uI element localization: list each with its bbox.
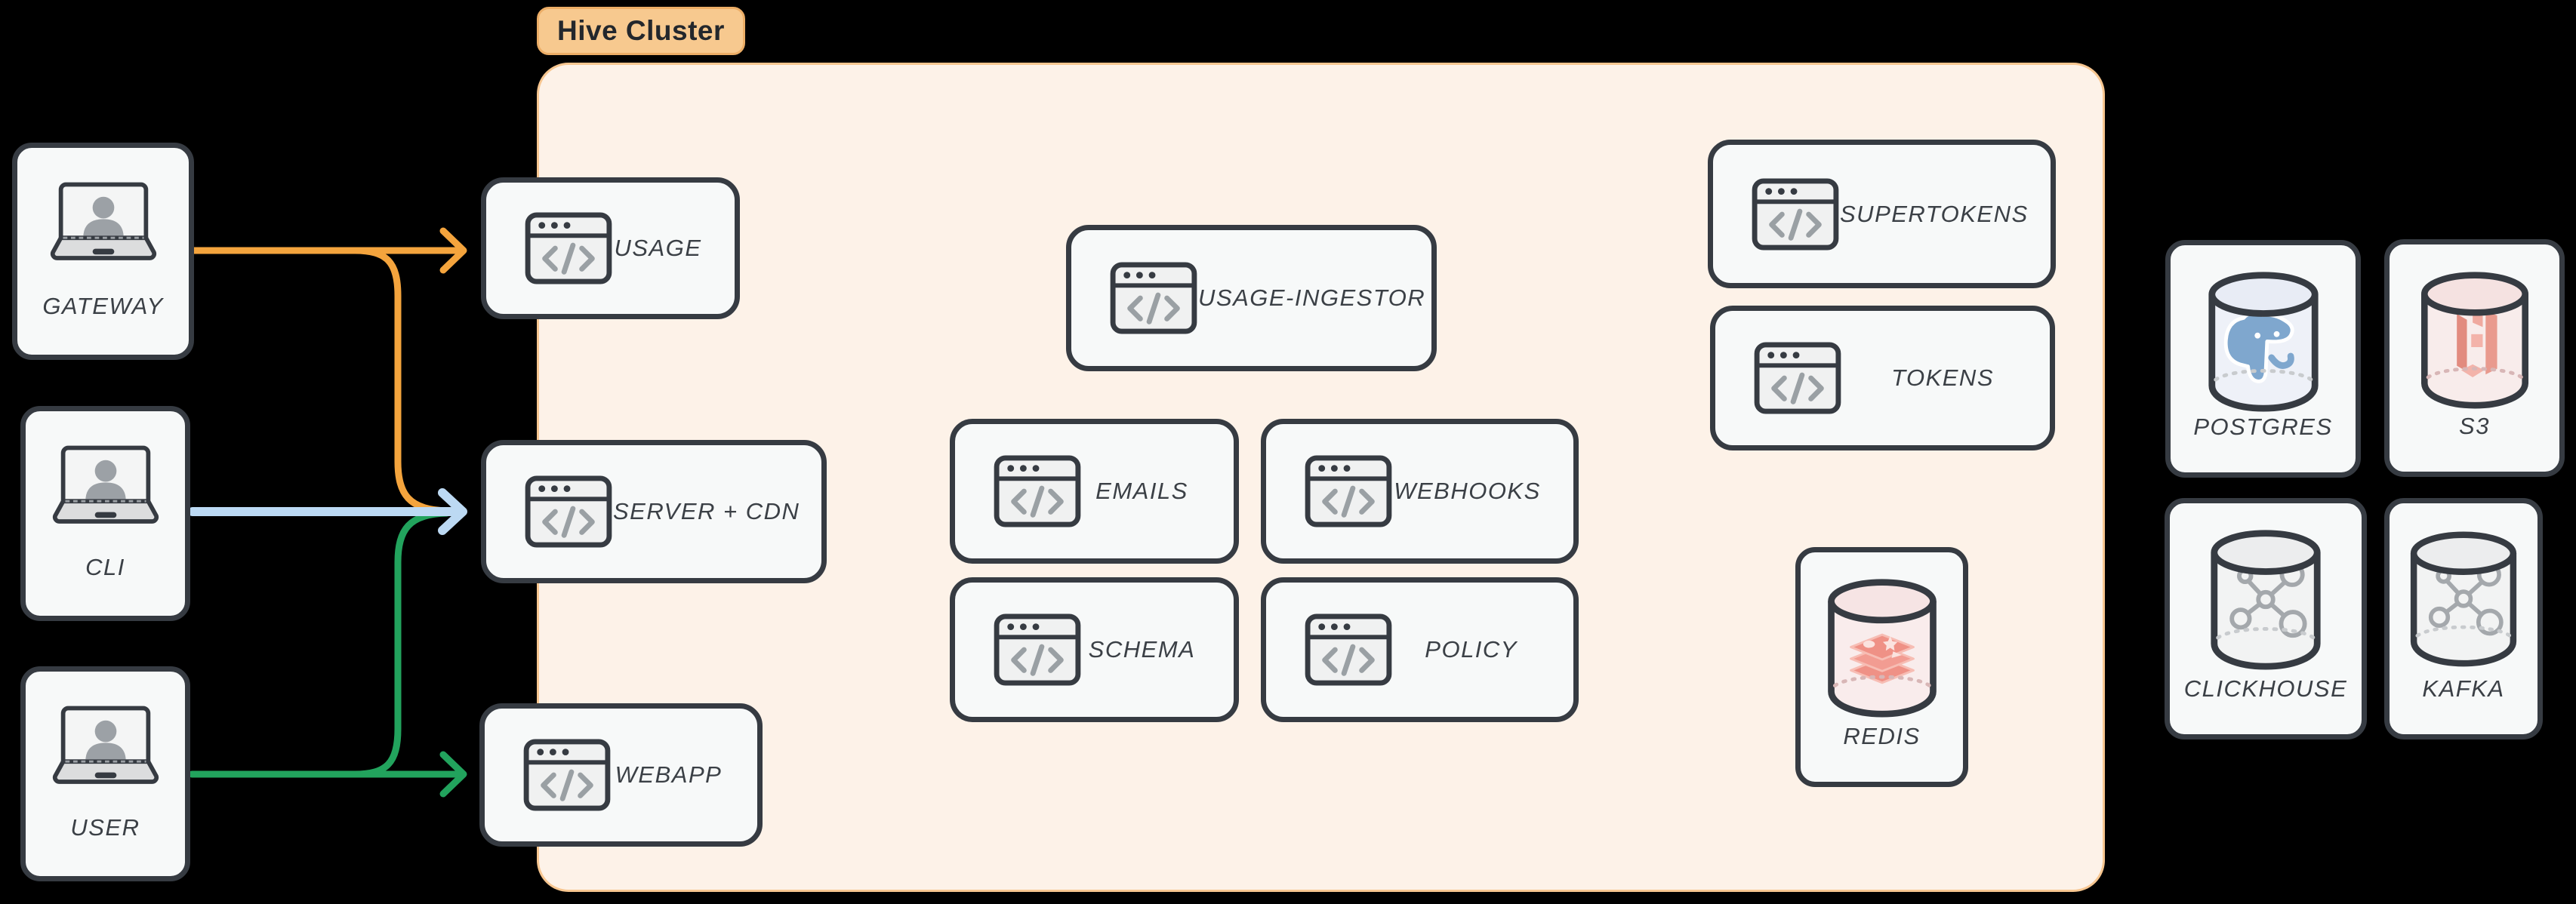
code-window-icon (994, 613, 1081, 686)
edge-user-servercdn (351, 509, 451, 778)
client-label: GATEWAY (42, 293, 164, 319)
edge-gateway-servercdn (351, 247, 451, 515)
code-window-icon (1752, 177, 1839, 251)
service-label: USAGE (614, 235, 702, 261)
datastore-label: POSTGRES (2193, 414, 2333, 440)
s3-database-icon (2420, 272, 2528, 409)
client-node-gateway: GATEWAY (12, 143, 194, 360)
service-node-tokens: TOKENS (1710, 306, 2055, 450)
datastore-node-redis: REDIS (1795, 547, 1968, 787)
laptop-user-icon (52, 445, 159, 524)
service-label: USAGE-INGESTOR (1198, 284, 1426, 311)
service-label: TOKENS (1891, 364, 1994, 391)
redis-database-icon (1827, 579, 1937, 718)
service-label: POLICY (1425, 636, 1518, 663)
service-node-server-cdn: SERVER + CDN (481, 440, 827, 583)
laptop-user-icon (52, 706, 159, 784)
edge-gateway-usage-arrowhead (439, 227, 467, 274)
service-label: SUPERTOKENS (1840, 200, 2029, 227)
service-label: SERVER + CDN (613, 498, 800, 524)
code-window-icon (1305, 613, 1392, 686)
client-label: CLI (85, 554, 125, 580)
service-label: EMAILS (1095, 478, 1188, 504)
graph-database-icon (2211, 530, 2321, 670)
service-label: SCHEMA (1088, 636, 1196, 663)
code-window-icon (525, 475, 612, 548)
code-window-icon (1754, 342, 1841, 414)
service-node-usage: USAGE (481, 177, 740, 319)
edge-cli-servercdn-arrowhead (438, 488, 467, 535)
client-label: USER (70, 814, 140, 841)
code-window-icon (994, 455, 1081, 527)
service-node-emails: EMAILS (950, 419, 1239, 564)
service-node-webapp: WEBAPP (479, 703, 763, 847)
client-node-cli: CLI (20, 406, 190, 621)
edge-user-webapp-arrowhead (439, 751, 467, 798)
service-node-policy: POLICY (1261, 577, 1579, 722)
service-label: WEBHOOKS (1394, 478, 1541, 504)
datastore-label: S3 (2459, 413, 2490, 439)
datastore-label: CLICKHOUSE (2183, 675, 2348, 702)
datastore-node-clickhouse: CLICKHOUSE (2165, 498, 2367, 739)
code-window-icon (1305, 455, 1392, 527)
service-node-schema: SCHEMA (950, 577, 1239, 722)
datastore-node-postgres: POSTGRES (2165, 240, 2361, 478)
code-window-icon (1110, 262, 1197, 334)
service-node-supertokens: SUPERTOKENS (1708, 140, 2056, 288)
graph-database-icon (2410, 531, 2517, 667)
hive-cluster-tag: Hive Cluster (537, 7, 745, 55)
client-node-user: USER (20, 666, 190, 881)
code-window-icon (523, 739, 611, 811)
code-window-icon (525, 212, 612, 284)
datastore-label: KAFKA (2422, 675, 2505, 702)
service-node-webhooks: WEBHOOKS (1261, 419, 1579, 564)
postgres-database-icon (2208, 272, 2319, 412)
datastore-node-s3: S3 (2384, 239, 2565, 477)
datastore-node-kafka: KAFKA (2384, 498, 2543, 739)
service-node-usage-ingestor: USAGE-INGESTOR (1066, 225, 1437, 371)
datastore-label: REDIS (1843, 723, 1921, 749)
laptop-user-icon (50, 182, 156, 260)
service-label: WEBAPP (615, 761, 723, 788)
